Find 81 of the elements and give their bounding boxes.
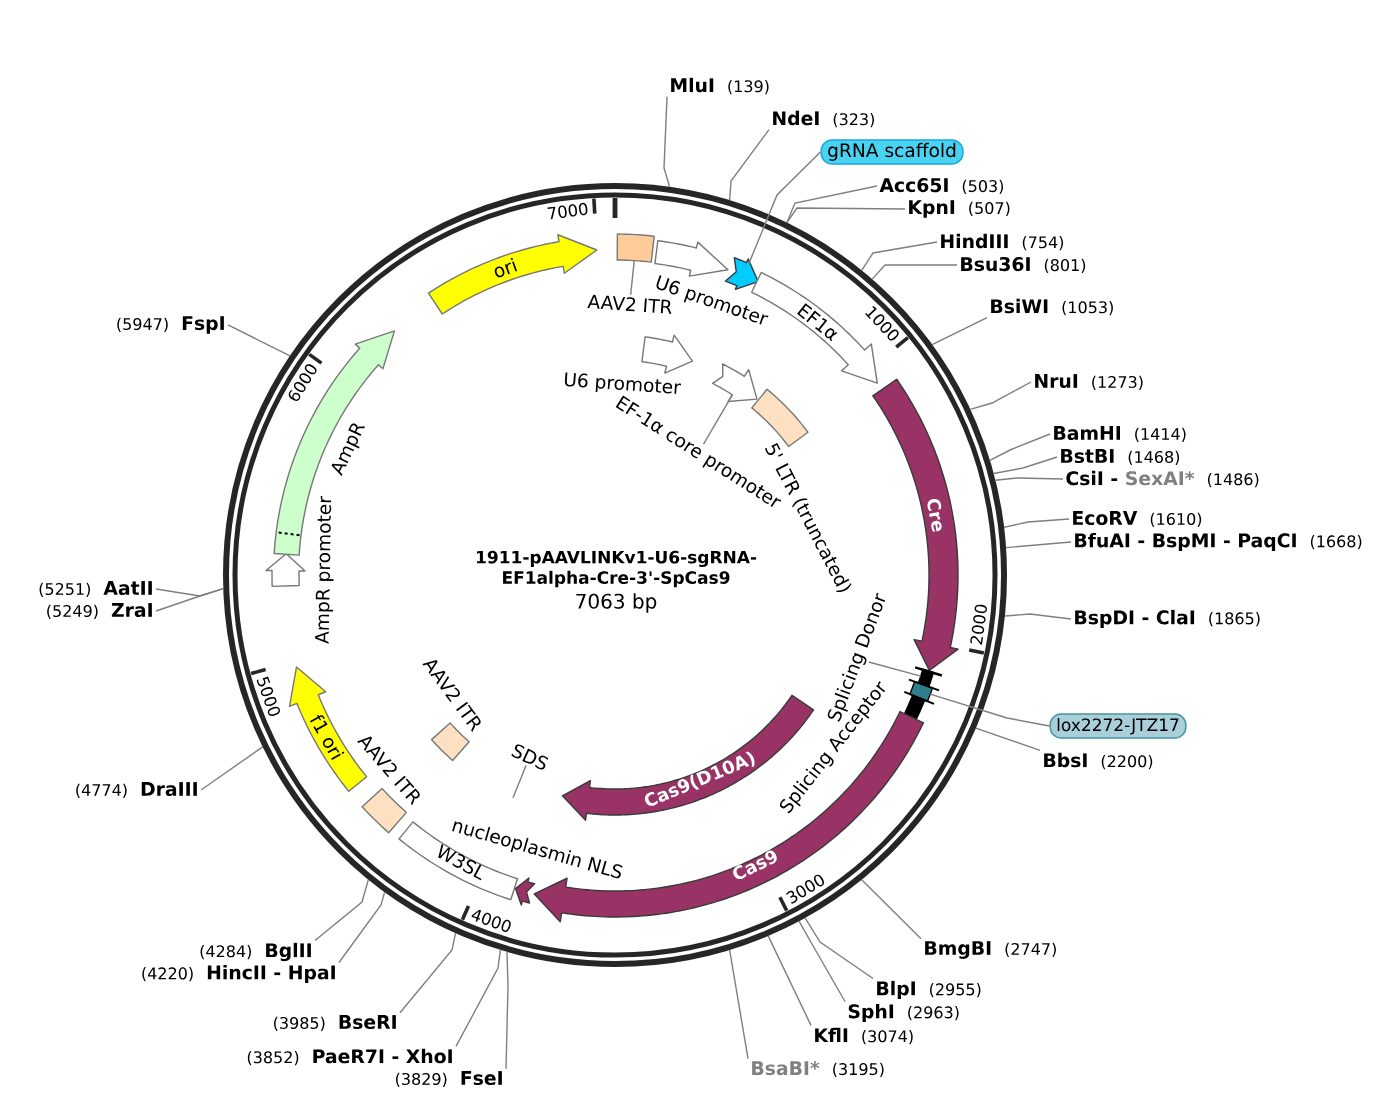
site-label: HindIII (754) <box>941 233 1064 251</box>
leader-line <box>200 746 264 791</box>
feature-segment <box>711 363 758 403</box>
leader-line <box>804 917 874 980</box>
site-label: BmgBI (2747) <box>925 941 1056 959</box>
leader-line <box>975 727 1041 752</box>
leader-line <box>931 316 988 346</box>
label-badge: lox2272-JTZ17 <box>1049 713 1187 739</box>
feature-label: AmpR promoter <box>315 496 334 644</box>
leader-line <box>512 764 527 799</box>
site-label: KflI (3074) <box>815 1027 913 1045</box>
leader-line <box>728 128 770 201</box>
leader-line <box>861 878 922 940</box>
site-label: BspDI - ClaI (1865) <box>1075 609 1260 629</box>
site-label: (4220) HincII - HpaI <box>142 964 335 984</box>
leader-line <box>399 932 457 1014</box>
leader-line <box>227 324 291 357</box>
leader-line <box>338 891 386 964</box>
leader-line <box>702 394 734 445</box>
site-label: SphI (2963) <box>848 1003 959 1023</box>
site-label: (4284) BglII <box>200 942 311 962</box>
site-label: (5947) FspI <box>117 316 224 334</box>
feature-label: Cas9 <box>733 850 777 880</box>
site-label: BbsI (2200) <box>1044 752 1153 770</box>
feature-label: U6 promoter <box>564 372 682 394</box>
site-label: (3829) FseI <box>396 1071 502 1087</box>
feature-label: AAV2 ITR <box>587 294 672 314</box>
site-label: BamHI (1414) <box>1054 426 1186 442</box>
site-label: BsiWI (1053) <box>991 298 1113 316</box>
site-label: (5251) AatII <box>39 581 152 597</box>
leader-line <box>455 949 502 1048</box>
tick-label: 4000 <box>471 909 511 932</box>
leader-line <box>786 185 878 224</box>
leader-line <box>663 95 671 188</box>
feature-label: SDS <box>511 744 549 770</box>
leader-line <box>748 151 822 265</box>
leader-line <box>767 935 812 1027</box>
site-label: Bsu36I (801) <box>961 256 1086 273</box>
leader-line <box>994 477 1064 481</box>
site-label: BstBI (1468) <box>1061 449 1180 465</box>
site-label: Acc65I (503) <box>879 178 1004 194</box>
leader-line <box>798 920 846 1003</box>
site-label: NdeI (323) <box>773 110 874 128</box>
leader-line <box>1003 518 1070 528</box>
feature-label: f1 ori <box>310 714 345 760</box>
leader-line <box>786 207 906 224</box>
leader-line <box>155 587 224 612</box>
leader-line <box>1004 613 1072 620</box>
leader-line <box>728 949 749 1060</box>
leader-line <box>969 381 1032 411</box>
leader-line <box>989 433 1051 462</box>
site-label: BfuAI - BspMI - PaqCI (1668) <box>1075 532 1362 552</box>
leader-line <box>629 259 635 296</box>
leader-line <box>992 456 1058 475</box>
tick-label: 7000 <box>547 202 588 220</box>
leader-line <box>861 241 938 272</box>
site-label: MluI (139) <box>671 77 769 95</box>
feature-label: Cre <box>927 498 942 532</box>
label-badge: gRNA scaffold <box>820 139 964 165</box>
title: 1911-pAAVLINKv1-U6-sgRNA-EF1alpha-Cre-3'-SpCas9 <box>477 550 757 588</box>
leader-line <box>871 264 958 280</box>
site-label: CsiI - SexAI* (1486) <box>1066 470 1259 488</box>
site-label: EcoRV (1610) <box>1073 511 1202 527</box>
tick-label: 2000 <box>970 604 987 645</box>
site-label: (3985) BseRI <box>274 1015 396 1031</box>
leader-line <box>314 878 369 942</box>
site-label: BlpI (2955) <box>877 980 981 1000</box>
leader-line <box>929 693 1051 727</box>
leader-line <box>505 951 509 1070</box>
size-label: 7063 bp <box>576 593 657 613</box>
site-label: (5249) ZraI <box>47 603 152 619</box>
site-label: BsaBI* (3195) <box>752 1061 884 1078</box>
leader-line <box>868 661 922 677</box>
site-label: KpnI (507) <box>909 200 1010 218</box>
feature-box <box>616 233 655 263</box>
site-label: NruI (1273) <box>1035 374 1143 390</box>
leader-line <box>1005 541 1072 549</box>
site-label: (3852) PaeR7I - XhoI <box>247 1048 452 1066</box>
feature-label: ori <box>494 257 518 278</box>
site-label: (4774) DraIII <box>76 782 197 798</box>
feature-segment <box>724 256 759 290</box>
